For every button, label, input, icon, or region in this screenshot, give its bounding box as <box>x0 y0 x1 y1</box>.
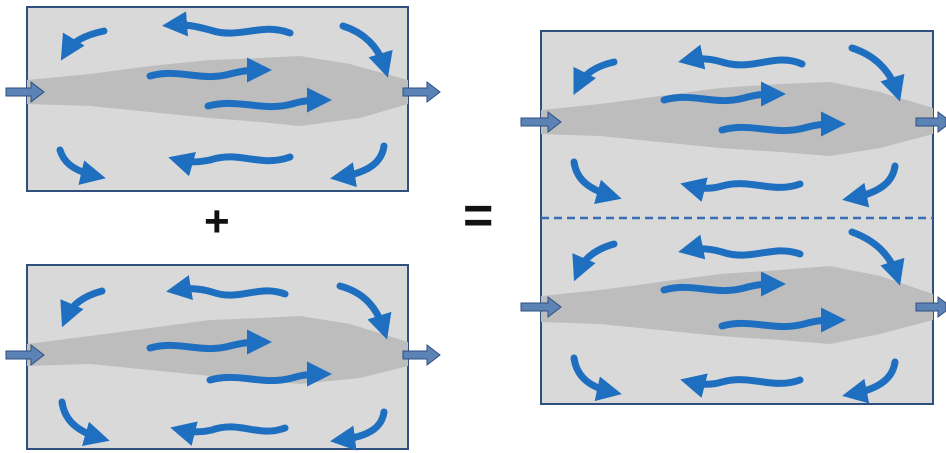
core-flow-arrow-lower-b <box>718 307 847 333</box>
corner-arrow-bottom-right <box>330 142 388 188</box>
recirculation-arrow-bottom <box>170 421 289 446</box>
recirculation-arrow-bottom-lower <box>680 373 804 398</box>
core-flow-arrow-lower <box>204 87 333 113</box>
top-left-chamber <box>5 6 441 192</box>
core-flow-arrow-upper <box>146 57 273 83</box>
right-combined-chamber <box>520 30 946 405</box>
equals-sign: = <box>463 187 494 245</box>
recirculation-arrow-bottom <box>168 152 294 177</box>
inlet-arrow <box>5 343 45 367</box>
core-flow-arrow-lower-a <box>660 271 787 297</box>
bottom-left-chamber <box>5 264 441 451</box>
corner-arrow-top-left-upper <box>573 58 618 96</box>
recirculation-arrow-top <box>166 275 289 300</box>
corner-arrow-top-left <box>60 287 106 328</box>
corner-arrow-bottom-right-lower <box>842 358 899 404</box>
jet-plume-upper <box>541 82 933 156</box>
corner-arrow-bottom-right <box>329 408 388 451</box>
outlet-arrow-upper <box>915 111 946 133</box>
corner-arrow-top-left-lower <box>572 240 618 282</box>
corner-arrow-top-right <box>339 22 393 78</box>
recirculation-arrow-top-upper <box>678 44 806 70</box>
corner-arrow-top-right <box>336 282 392 340</box>
outlet-arrow <box>402 80 441 104</box>
core-flow-arrow-lower <box>206 361 333 387</box>
plus-sign: + <box>204 197 230 246</box>
inlet-arrow-upper <box>520 110 562 134</box>
core-flow-arrow-upper <box>146 329 273 355</box>
core-flow-arrow-upper-a <box>660 81 787 107</box>
recirculation-arrow-top <box>161 11 294 37</box>
corner-arrow-top-left <box>60 27 108 61</box>
corner-arrow-bottom-left <box>58 398 110 446</box>
corner-arrow-bottom-right-upper <box>842 162 899 208</box>
corner-arrow-bottom-left <box>56 146 106 185</box>
recirculation-arrow-top-lower <box>678 234 804 260</box>
outlet-arrow-lower <box>915 296 946 318</box>
outlet-arrow <box>402 343 441 367</box>
corner-arrow-bottom-left-lower <box>570 354 622 402</box>
inlet-arrow <box>5 80 45 104</box>
corner-arrow-top-right-lower <box>848 228 905 286</box>
inlet-arrow-lower <box>520 295 562 319</box>
core-flow-arrow-upper-b <box>718 111 847 137</box>
corner-arrow-top-right-upper <box>848 44 905 102</box>
corner-arrow-bottom-left-upper <box>570 158 622 204</box>
recirculation-arrow-bottom-upper <box>680 177 804 202</box>
